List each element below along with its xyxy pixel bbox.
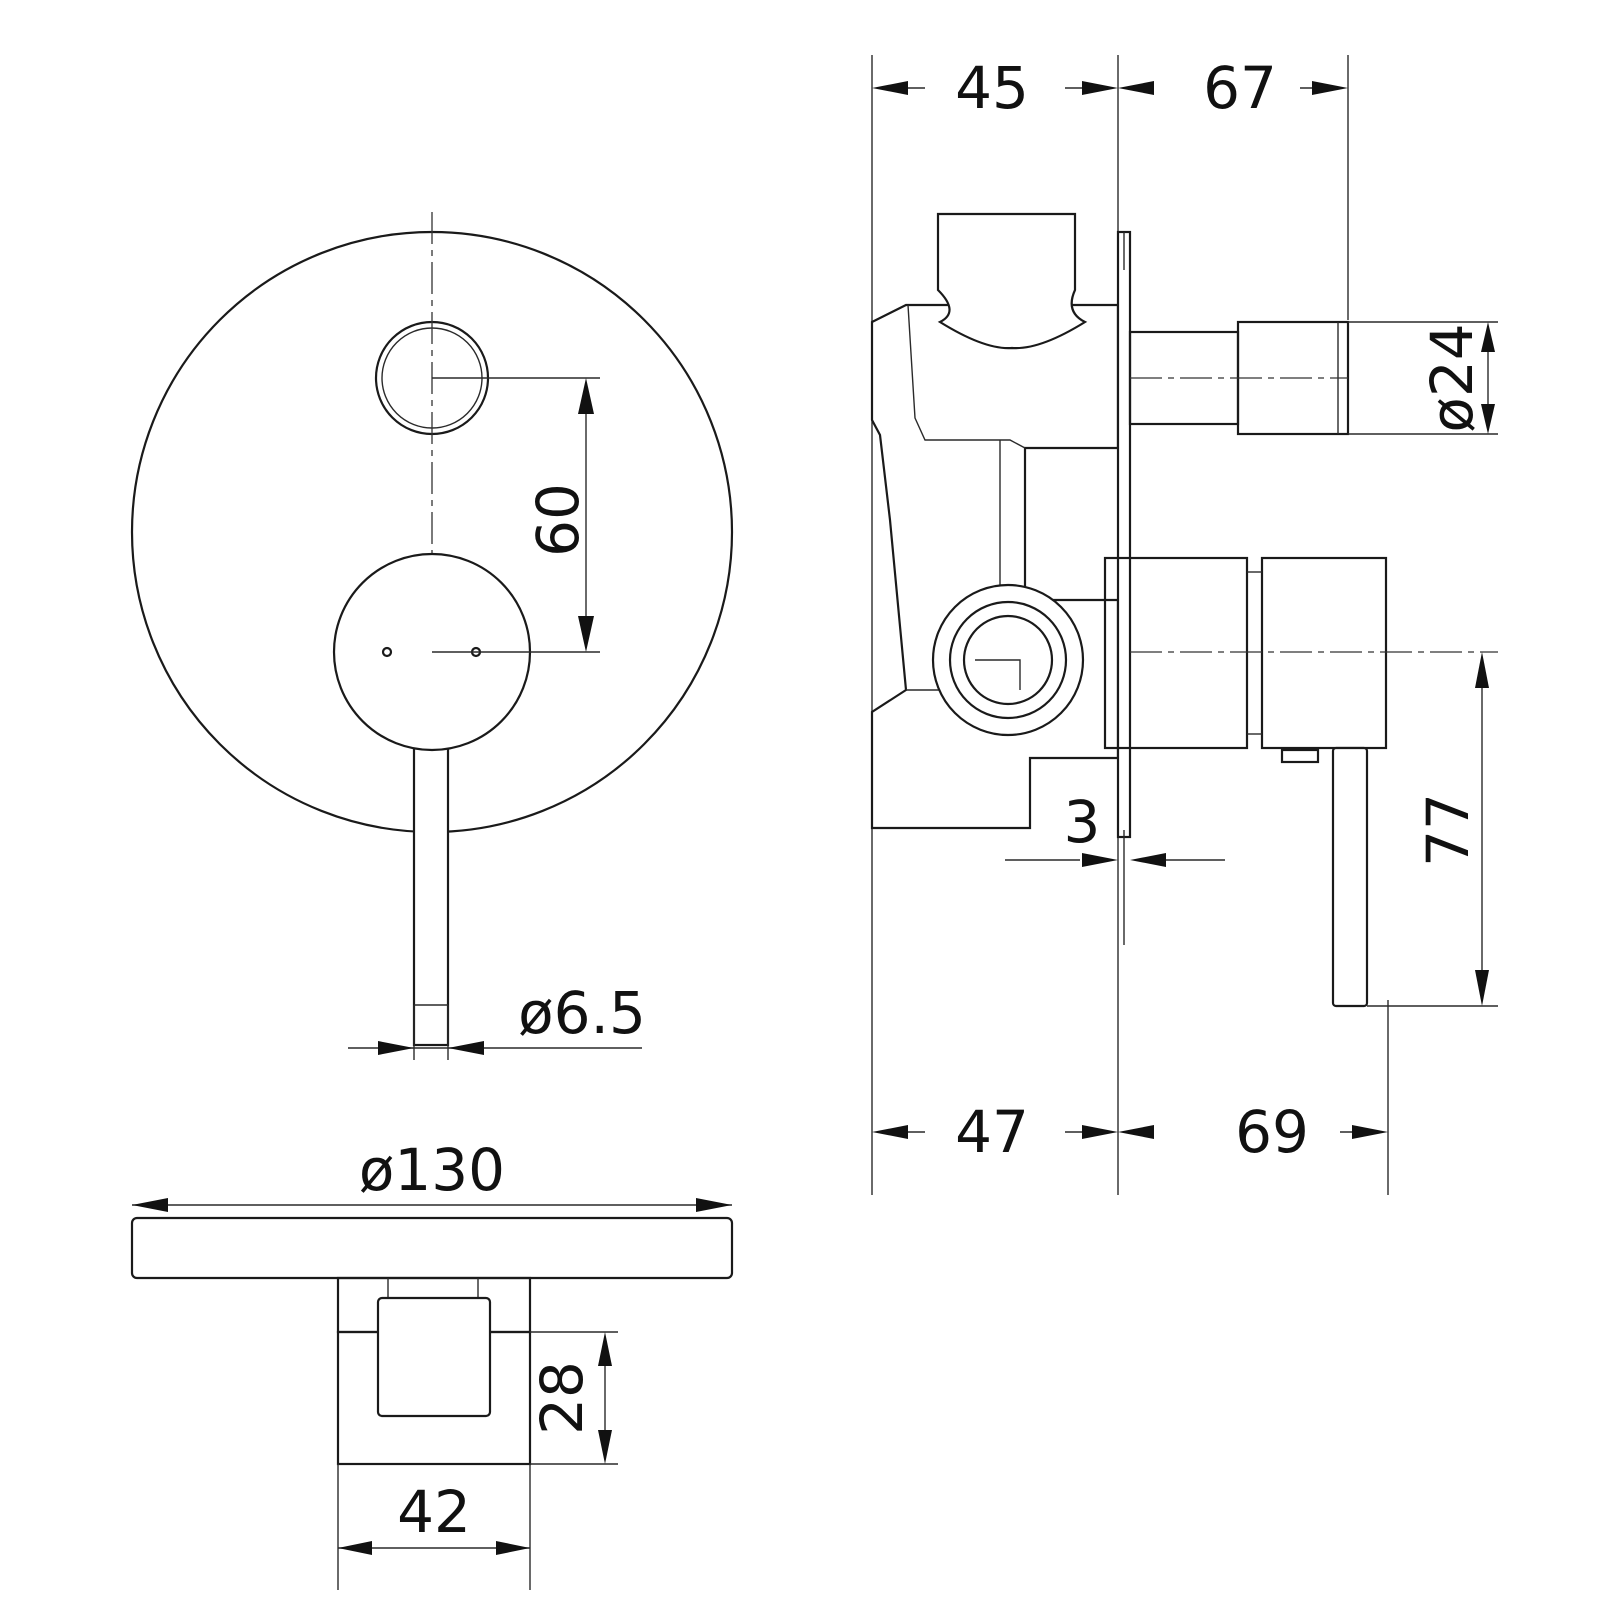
side-cover-plate	[1116, 230, 1132, 839]
dim-body-width: 42	[397, 1478, 471, 1546]
dim-lever-drop: 77	[1414, 793, 1482, 867]
grub-screw	[1280, 748, 1320, 764]
side-view: 45 67 ø24	[870, 54, 1498, 1195]
plate-edge	[130, 1216, 734, 1280]
dim-bottom-left: 47	[955, 1098, 1029, 1166]
dim-spacing: 60	[524, 483, 592, 557]
handle-lever-side	[1331, 746, 1369, 1008]
dim-plate-diameter: ø130	[359, 1136, 505, 1204]
handle-escutcheon	[1103, 556, 1249, 750]
front-view: 60 ø6.5	[130, 212, 734, 1060]
valve-body	[870, 303, 1120, 830]
dim-top-right: 67	[1203, 54, 1277, 122]
hub-dot-left	[381, 646, 393, 658]
dim-body-depth: 28	[528, 1361, 596, 1435]
dim-handle-diameter: ø6.5	[518, 979, 646, 1047]
dim-spout-diameter: ø24	[1418, 323, 1486, 432]
cartridge-cap	[936, 212, 1088, 350]
handle-body	[1260, 556, 1388, 750]
inlet-fitting-mid	[948, 600, 1068, 720]
handle-lever	[412, 743, 450, 1047]
dim-plate-thickness: 3	[1064, 788, 1101, 856]
dim-bottom-right: 69	[1235, 1098, 1309, 1166]
bottom-view: ø130 28 42	[130, 1136, 734, 1590]
dim-top-left: 45	[955, 54, 1029, 122]
inlet-fitting-inner	[962, 614, 1054, 706]
valve-stem	[376, 1296, 492, 1418]
